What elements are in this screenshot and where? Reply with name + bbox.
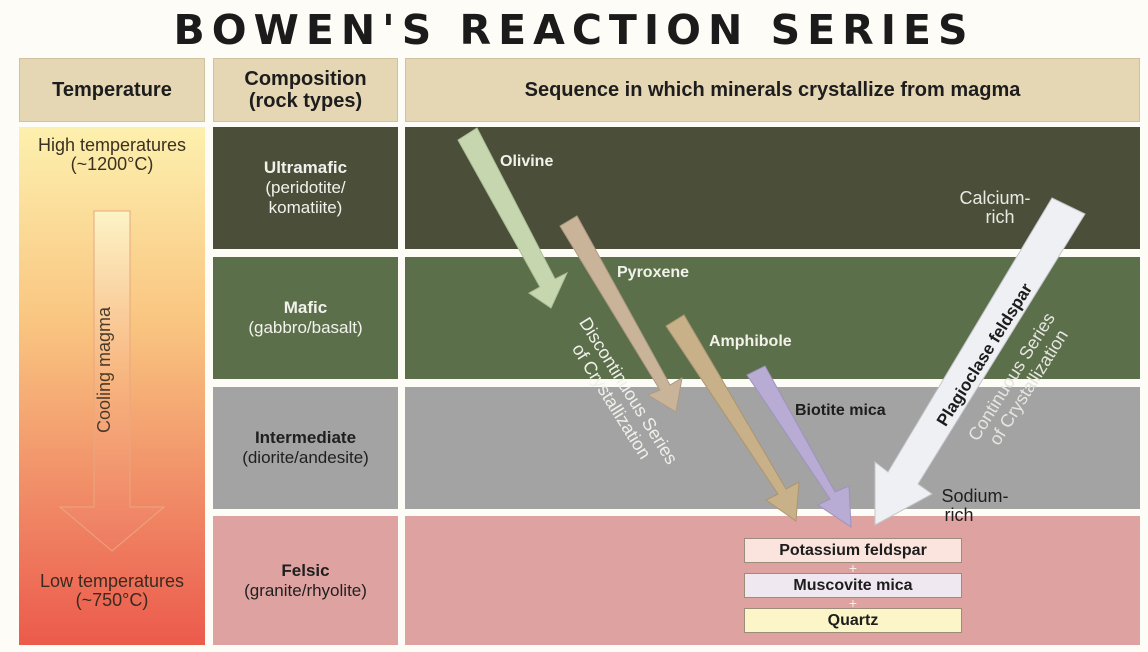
ultramafic-sub1: (peridotite/ [265, 178, 346, 197]
mafic-name: Mafic [283, 298, 328, 317]
row-mafic-label: Mafic (gabbro/basalt) [213, 257, 398, 379]
plagioclase-arrow [874, 197, 1086, 526]
low-temperature-label: Low temperatures (~750°C) [19, 572, 205, 610]
sodium-line2: rich [944, 505, 974, 525]
row-ultramafic-label: Ultramafic (peridotite/ komatiite) [213, 127, 398, 249]
amphibole-label: Amphibole [709, 333, 792, 350]
pyroxene-label: Pyroxene [617, 264, 690, 281]
biotite-label: Biotite mica [795, 402, 886, 419]
high-temperature-label: High temperatures (~1200°C) [19, 136, 205, 174]
cooling-arrow [58, 210, 166, 552]
sodium-line1: Sodium- [941, 486, 1009, 506]
row-felsic-label: Felsic (granite/rhyolite) [213, 516, 398, 645]
sodium-rich-label: Sodium- rich [925, 487, 1025, 525]
calcium-line1: Calcium- [959, 188, 1031, 208]
calcium-rich-label: Calcium- rich [945, 189, 1045, 227]
header-composition-line1: Composition [244, 68, 367, 90]
ultramafic-name: Ultramafic [263, 158, 348, 177]
quartz-box: Quartz [744, 608, 962, 633]
diagram-title: BOWEN'S REACTION SERIES [173, 6, 975, 54]
header-temperature: Temperature [19, 58, 205, 122]
potassium-feldspar-box: Potassium feldspar [744, 538, 962, 563]
mafic-sub1: (gabbro/basalt) [248, 318, 363, 337]
plus-sign-1: + [848, 560, 858, 576]
olivine-label: Olivine [500, 153, 554, 170]
ultramafic-sub2: komatiite) [268, 198, 343, 217]
high-temperature-line2: (~1200°C) [70, 154, 154, 174]
row-intermediate-label: Intermediate (diorite/andesite) [213, 387, 398, 509]
low-temperature-line2: (~750°C) [75, 590, 149, 610]
intermediate-sub1: (diorite/andesite) [242, 448, 369, 467]
olivine-arrow [457, 127, 569, 309]
plus-sign-2: + [848, 595, 858, 611]
felsic-sub1: (granite/rhyolite) [244, 580, 367, 600]
muscovite-mica-box: Muscovite mica [744, 573, 962, 598]
low-temperature-line1: Low temperatures [39, 571, 185, 591]
felsic-name: Felsic [281, 560, 330, 580]
header-sequence: Sequence in which minerals crystallize f… [405, 58, 1140, 122]
intermediate-name: Intermediate [254, 428, 357, 447]
high-temperature-line1: High temperatures [37, 135, 187, 155]
biotite-arrow [746, 365, 852, 528]
header-composition-line2: (rock types) [248, 90, 363, 112]
pyroxene-arrow [559, 215, 683, 413]
amphibole-arrow [665, 314, 800, 522]
calcium-line2: rich [985, 207, 1015, 227]
header-composition: Composition (rock types) [213, 58, 398, 122]
